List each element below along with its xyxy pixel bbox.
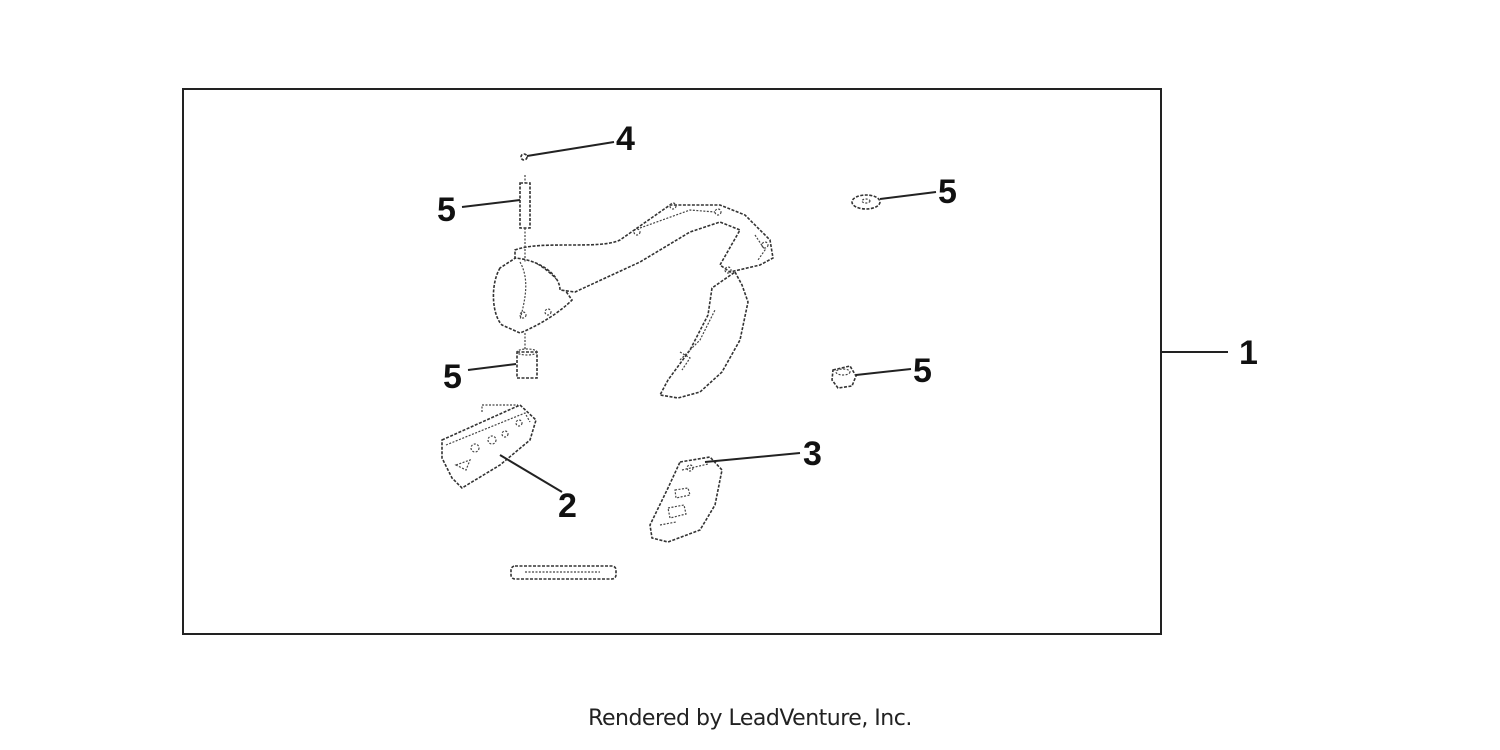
washer-part[interactable]	[851, 194, 881, 210]
strip-part[interactable]	[510, 565, 617, 580]
callout-pin[interactable]: 4	[616, 120, 635, 158]
callout-assembly[interactable]: 1	[1239, 334, 1258, 372]
callout-collar-left-upper[interactable]: 5	[437, 191, 456, 229]
bracket-assembly-part[interactable]	[492, 202, 774, 399]
right-step-part[interactable]	[649, 456, 723, 543]
callout-left-step[interactable]: 2	[558, 487, 577, 525]
footer-credit: Rendered by LeadVenture, Inc.	[588, 706, 912, 731]
leader-collar-left-upper	[461, 199, 521, 208]
pin-part[interactable]	[520, 153, 528, 161]
left-step-part[interactable]	[441, 404, 537, 490]
nut-part[interactable]	[831, 365, 857, 389]
bolt-collar-upper-part[interactable]	[519, 175, 531, 262]
leader-collar-left-lower	[467, 363, 517, 371]
callout-washer[interactable]: 5	[938, 173, 957, 211]
kit-frame	[182, 88, 1162, 635]
leader-left-step	[499, 454, 563, 493]
callout-nut[interactable]: 5	[913, 352, 932, 390]
leader-pin	[526, 141, 615, 157]
leader-washer	[879, 191, 937, 200]
leader-nut	[855, 368, 912, 376]
callout-collar-left-lower[interactable]: 5	[443, 358, 462, 396]
collar-lower-part[interactable]	[516, 333, 538, 379]
callout-right-step[interactable]: 3	[803, 435, 822, 473]
leader-right-step	[704, 452, 801, 463]
